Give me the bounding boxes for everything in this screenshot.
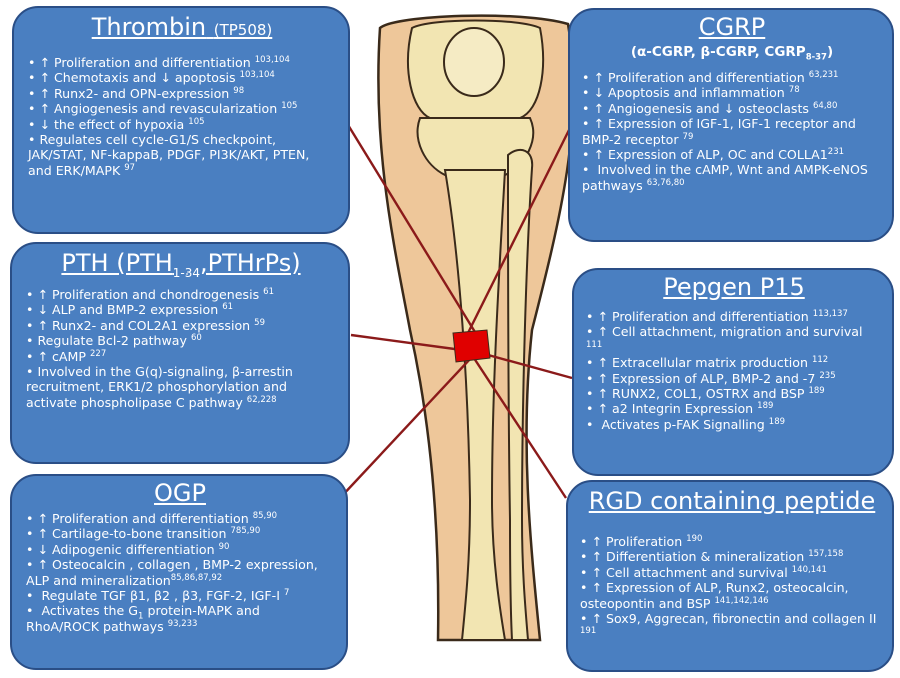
pepgen-title: Pepgen P15 [586, 272, 882, 302]
list-item: Regulate Bcl-2 pathway 60 [26, 333, 336, 348]
list-item: ↑ Expression of IGF-1, IGF-1 receptor an… [582, 116, 882, 147]
cgrp-list: ↑ Proliferation and differentiation 63,2… [582, 70, 882, 193]
list-item: Involved in the G(q)-signaling, β-arrest… [26, 364, 336, 410]
thrombin-title: Thrombin (TP508) [28, 12, 336, 45]
cgrp-subtitle: (α-CGRP, β-CGRP, CGRP8-37) [582, 44, 882, 60]
list-item: ↓ the effect of hypoxia 105 [28, 117, 336, 132]
list-item: ↑ Osteocalcin , collagen , BMP-2 express… [26, 557, 334, 588]
list-item: Activates p-FAK Signalling 189 [586, 417, 882, 432]
list-item: ↑ Cell attachment and survival 140,141 [580, 565, 884, 580]
list-item: ↑ Expression of ALP, OC and COLLA1231 [582, 147, 882, 162]
list-item: ↓ ALP and BMP-2 expression 61 [26, 302, 336, 317]
ogp-title: OGP [26, 478, 334, 508]
list-item: ↑ Cartilage-to-bone transition 785,90 [26, 526, 334, 541]
list-item: Regulate TGF β1, β2 , β3, FGF-2, IGF-I 7 [26, 588, 334, 603]
cgrp-box: CGRP (α-CGRP, β-CGRP, CGRP8-37) ↑ Prolif… [568, 8, 894, 242]
list-item: ↑ Sox9, Aggrecan, fibronectin and collag… [580, 611, 884, 642]
list-item: ↑ Chemotaxis and ↓ apoptosis 103,104 [28, 70, 336, 85]
thrombin-list: ↑ Proliferation and differentiation 103,… [28, 55, 336, 178]
cgrp-title: CGRP [582, 12, 882, 42]
rgd-title: RGD containing peptide [580, 486, 884, 516]
list-item: ↑ Proliferation and differentiation 103,… [28, 55, 336, 70]
list-item: ↑ Extracellular matrix production 112 [586, 355, 882, 370]
pth-box: PTH (PTH1-34,PTHrPs) ↑ Proliferation and… [10, 242, 350, 464]
ogp-box: OGP ↑ Proliferation and differentiation … [10, 474, 348, 670]
pth-list: ↑ Proliferation and chondrogenesis 61 ↓ … [26, 287, 336, 410]
list-item: ↑ Proliferation and chondrogenesis 61 [26, 287, 336, 302]
patella [444, 28, 504, 96]
list-item: ↓ Apoptosis and inflammation 78 [582, 85, 882, 100]
bone-defect-red [453, 330, 490, 362]
list-item: ↑ Angiogenesis and revascularization 105 [28, 101, 336, 116]
list-item: ↑ Proliferation and differentiation 63,2… [582, 70, 882, 85]
list-item: ↑ RUNX2, COL1, OSTRX and BSP 189 [586, 386, 882, 401]
list-item: ↑ Runx2- and OPN-expression 98 [28, 86, 336, 101]
thrombin-box: Thrombin (TP508) ↑ Proliferation and dif… [12, 6, 350, 234]
pepgen-list: ↑ Proliferation and differentiation 113,… [586, 309, 882, 432]
list-item: ↑ Runx2- and COL2A1 expression 59 [26, 318, 336, 333]
list-item: Activates the G1 protein-MAPK and RhoA/R… [26, 603, 334, 634]
list-item: ↑ Differentiation & mineralization 157,1… [580, 549, 884, 564]
rgd-box: RGD containing peptide ↑ Proliferation 1… [566, 480, 894, 672]
list-item: ↑ Expression of ALP, Runx2, osteocalcin,… [580, 580, 884, 611]
list-item: ↑ Angiogenesis and ↓ osteoclasts 64,80 [582, 101, 882, 116]
list-item: ↑ a2 Integrin Expression 189 [586, 401, 882, 416]
list-item: ↑ Proliferation 190 [580, 534, 884, 549]
ogp-list: ↑ Proliferation and differentiation 85,9… [26, 511, 334, 634]
pepgen-box: Pepgen P15 ↑ Proliferation and different… [572, 268, 894, 476]
list-item: Involved in the cAMP, Wnt and AMPK-eNOS … [582, 162, 882, 193]
list-item: ↑ cAMP 227 [26, 349, 336, 364]
list-item: ↑ Proliferation and differentiation 113,… [586, 309, 882, 324]
list-item: ↑ Proliferation and differentiation 85,9… [26, 511, 334, 526]
rgd-list: ↑ Proliferation 190 ↑ Differentiation & … [580, 534, 884, 642]
list-item: Regulates cell cycle-G1/S checkpoint, JA… [28, 132, 336, 178]
list-item: ↑ Expression of ALP, BMP-2 and -7 235 [586, 371, 882, 386]
list-item: ↓ Adipogenic differentiation 90 [26, 542, 334, 557]
list-item: ↑ Cell attachment, migration and surviva… [586, 324, 882, 355]
pth-title: PTH (PTH1-34,PTHrPs) [26, 248, 336, 278]
